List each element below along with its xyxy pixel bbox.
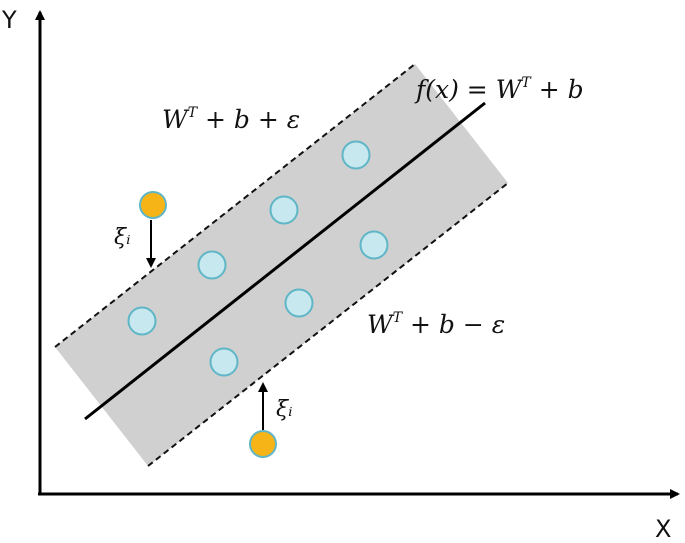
outlier-point-upper (139, 191, 167, 219)
lower-label-sup: T (393, 310, 404, 326)
upper-boundary-label: WT + b + ε (162, 105, 300, 134)
slack-label-lower: ξᵢ (276, 397, 293, 422)
y-axis-label: Y (1, 6, 17, 34)
data-point (269, 195, 299, 225)
regression-label-tail: + b (531, 75, 584, 104)
x-axis-label: X (655, 515, 671, 543)
data-point (284, 288, 314, 318)
data-point (197, 250, 227, 280)
regression-label-sup: T (521, 75, 532, 91)
lower-boundary-line (147, 182, 509, 467)
data-point (341, 140, 371, 170)
upper-label-tail: + b + ε (197, 105, 300, 134)
upper-boundary-line (54, 63, 416, 348)
regression-label-base: f(x) = W (414, 75, 524, 104)
data-point (209, 347, 239, 377)
data-point (127, 306, 157, 336)
lower-label-base: W (367, 310, 395, 339)
upper-label-base: W (162, 105, 190, 134)
slack-label-upper: ξᵢ (114, 225, 131, 250)
regression-line-label: f(x) = WT + b (414, 75, 584, 104)
outlier-point-lower (249, 430, 277, 458)
lower-label-tail: + b − ε (402, 310, 505, 339)
lower-boundary-label: WT + b − ε (367, 310, 505, 339)
data-point (359, 230, 389, 260)
inside-points (127, 140, 389, 377)
regression-line (84, 101, 486, 421)
upper-label-sup: T (188, 105, 199, 121)
